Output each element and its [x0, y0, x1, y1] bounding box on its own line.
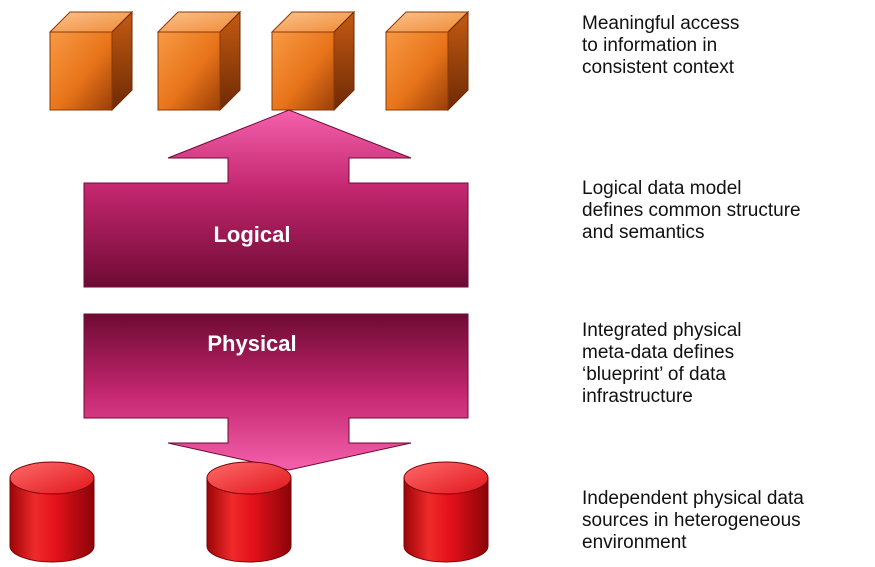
description-line: Meaningful access	[582, 13, 740, 34]
description-line: consistent context	[582, 57, 735, 78]
description-line: Integrated physical	[582, 320, 742, 341]
description-line: environment	[582, 532, 687, 553]
description-line: ‘blueprint’ of data	[582, 364, 727, 385]
description-line: meta-data defines	[582, 342, 735, 363]
information-cube-icon	[271, 11, 355, 111]
description-logical-model: Logical data model defines common struct…	[582, 178, 872, 244]
description-access: Meaningful access to information in cons…	[582, 13, 872, 79]
information-cube-icon	[157, 11, 241, 111]
physical-layer-arrow	[83, 313, 469, 471]
logical-layer-label: Logical	[213, 222, 290, 247]
database-cylinder-icon	[206, 461, 292, 563]
description-line: sources in heterogeneous	[582, 510, 801, 531]
physical-layer-label: Physical	[207, 331, 296, 356]
description-line: Logical data model	[582, 178, 742, 199]
database-cylinder-icon	[9, 461, 95, 563]
description-line: infrastructure	[582, 386, 693, 407]
description-line: Independent physical data	[582, 488, 804, 509]
database-cylinder-icon	[403, 461, 489, 563]
description-data-sources: Independent physical data sources in het…	[582, 488, 872, 554]
logical-layer-arrow	[83, 109, 469, 288]
description-line: and semantics	[582, 222, 705, 243]
information-cube-icon	[49, 11, 133, 111]
description-physical-metadata: Integrated physical meta-data defines ‘b…	[582, 320, 872, 408]
information-cube-icon	[385, 11, 469, 111]
description-line: defines common structure	[582, 200, 801, 221]
description-line: to information in	[582, 35, 718, 56]
